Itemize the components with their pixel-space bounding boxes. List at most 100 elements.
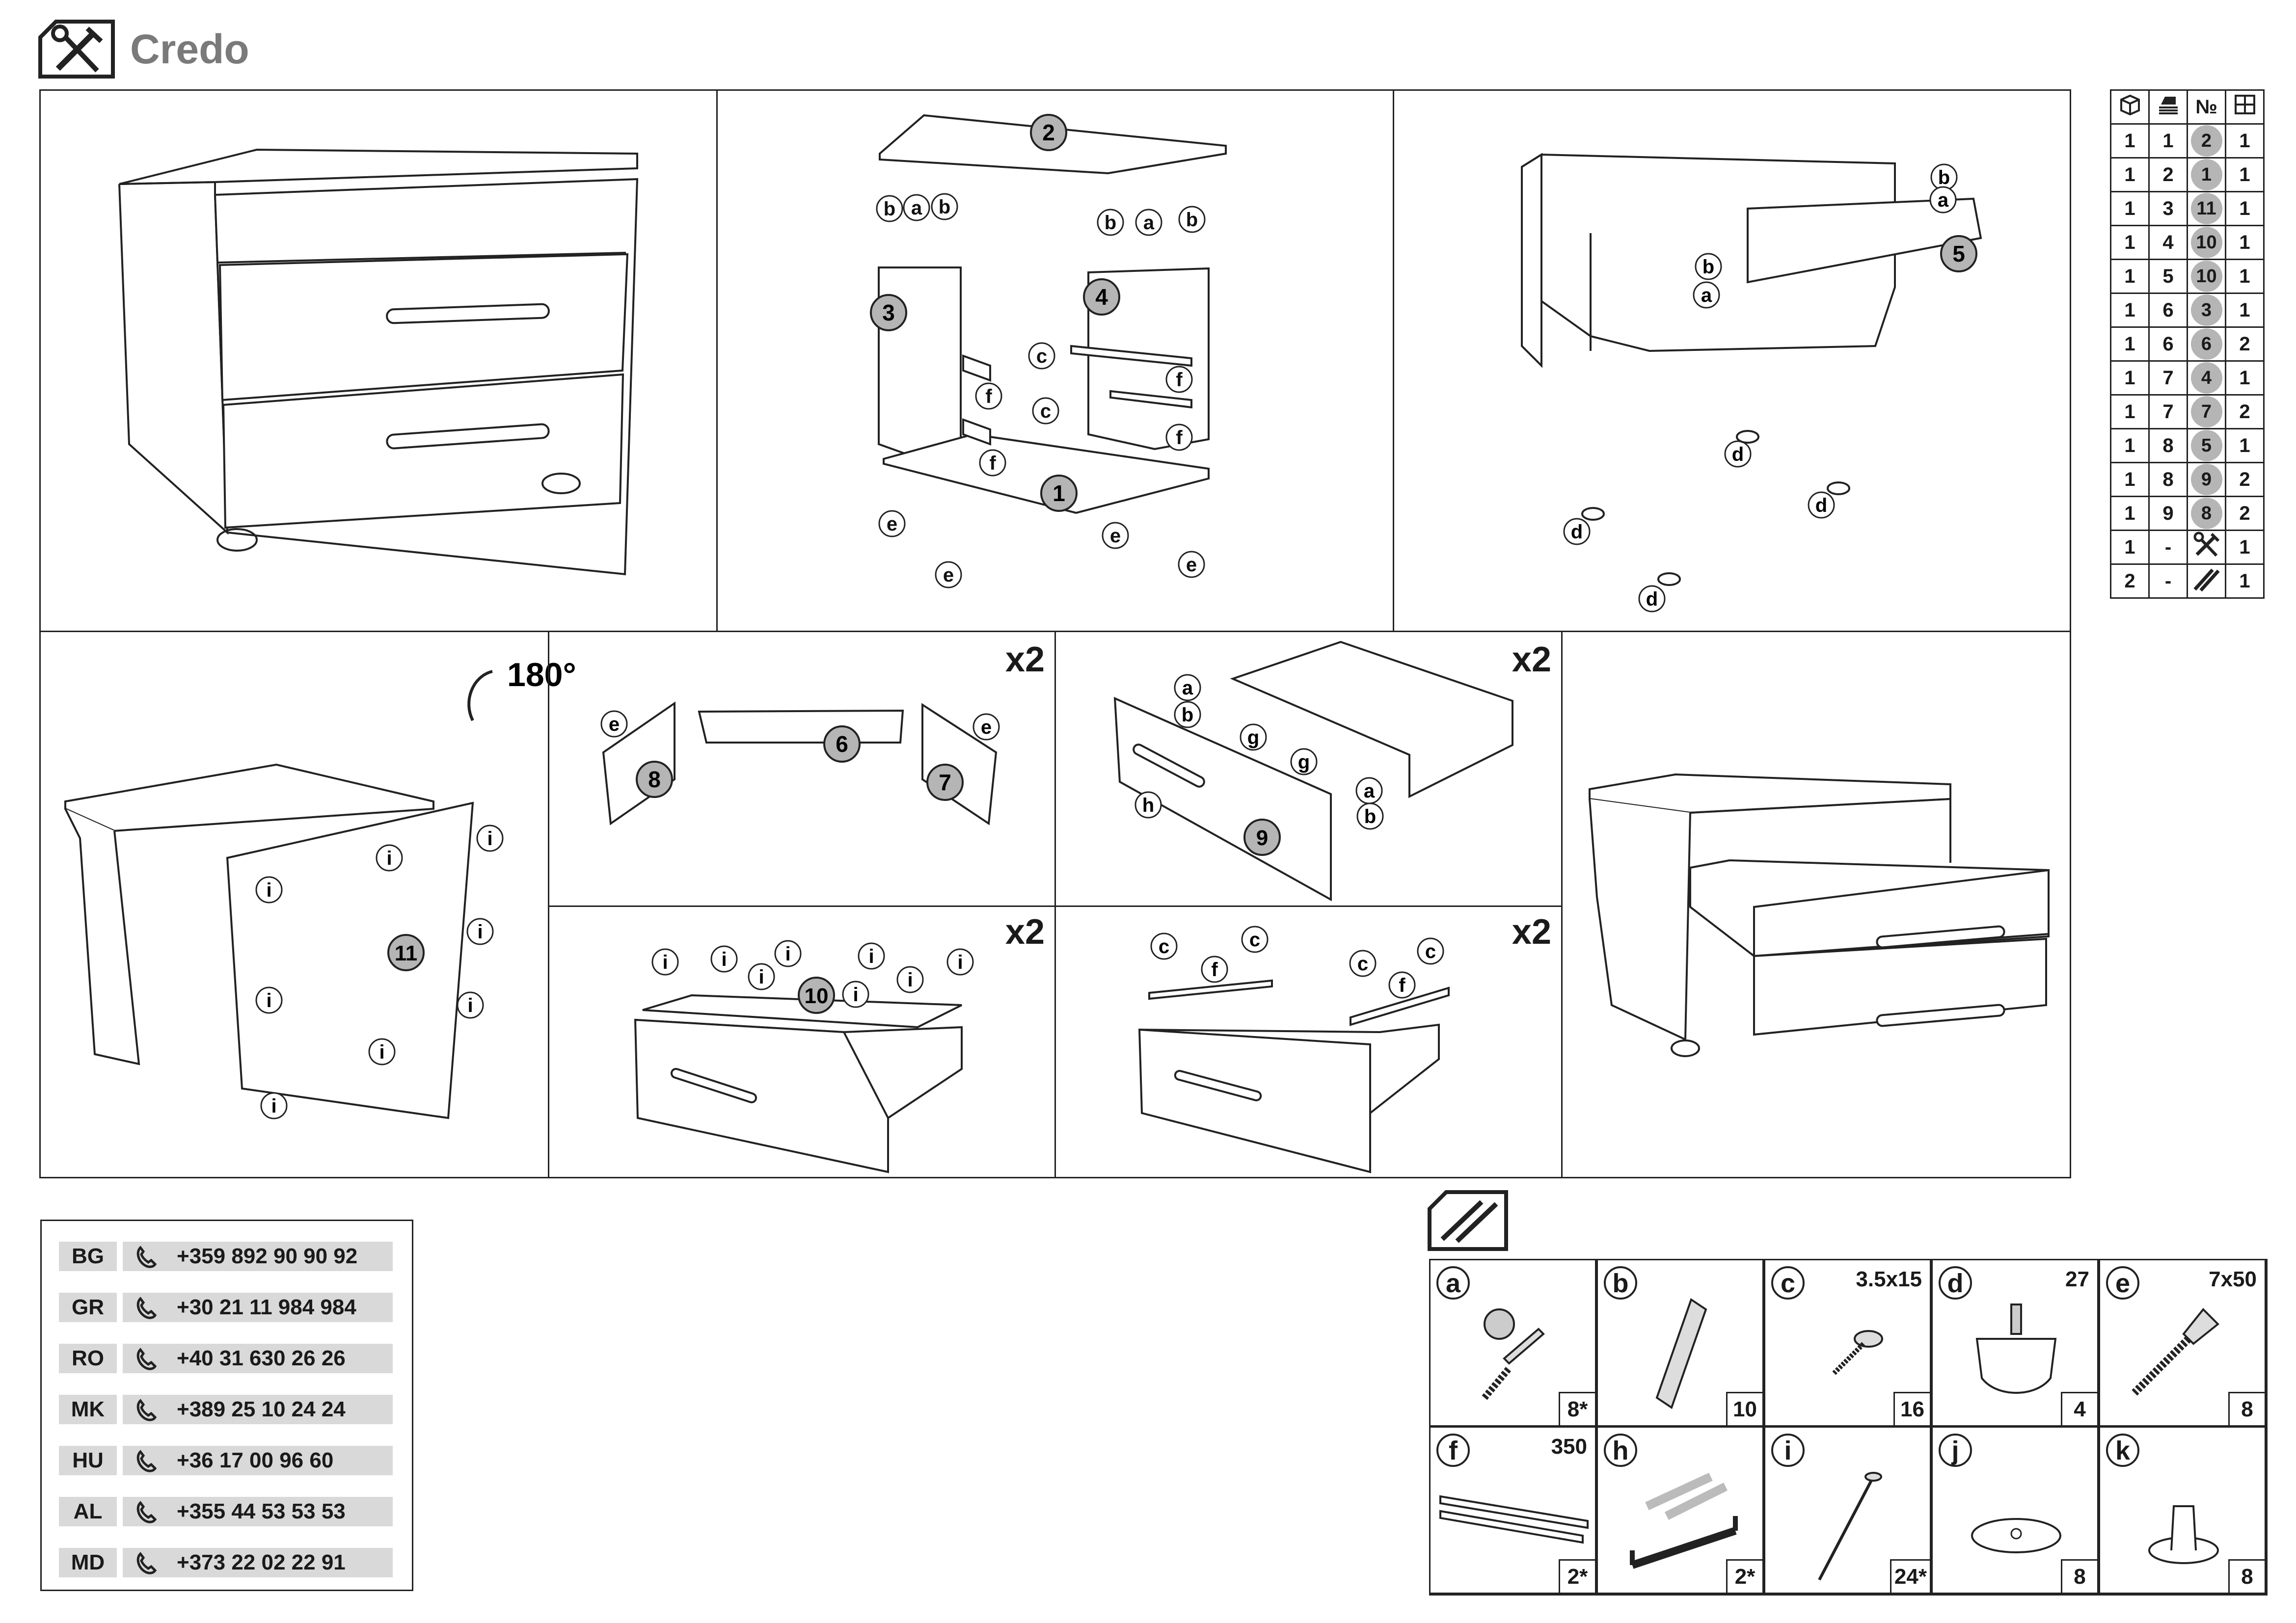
fitting-label: f: [1176, 427, 1183, 449]
step-8-panel: c f c c f c x2: [1054, 905, 1563, 1178]
step-4-panel: 180° 11 i i i i i i i i: [39, 631, 576, 1178]
fitting-label: i: [957, 952, 963, 973]
fitting-label: i: [853, 984, 858, 1006]
drawer-frame-illustration: 9 a b g g h a b: [1113, 640, 1513, 902]
hardware-cell: b 10: [1596, 1259, 1764, 1427]
fitting-label: f: [985, 386, 992, 407]
cap-icon: [2148, 1505, 2219, 1564]
country-code: BG: [59, 1242, 117, 1271]
drawer-insert-illustration: 5 b a b a d d d d: [1521, 153, 1982, 612]
fitting-label: i: [868, 946, 874, 967]
fitting-label: c: [1036, 346, 1047, 367]
hardware-qty: 8: [2228, 1559, 2265, 1593]
phone-number[interactable]: +389 25 10 24 24: [123, 1395, 393, 1424]
fitting-label: f: [1399, 975, 1405, 996]
tools-icon: [38, 20, 115, 79]
fitting-label: i: [785, 943, 790, 965]
phone-number[interactable]: +30 21 11 984 984: [123, 1293, 393, 1322]
part-2-label: 2: [1042, 120, 1055, 145]
part-number: 10: [2190, 261, 2222, 292]
phone-icon: [136, 1246, 157, 1268]
country-code: MK: [59, 1395, 117, 1424]
hardware-letter: f: [1436, 1434, 1470, 1467]
step-5-panel: 8 6 7 e e x2: [548, 631, 1056, 907]
hardware-qty: 8: [2228, 1392, 2265, 1425]
fitting-label: d: [1815, 495, 1827, 516]
fitting-label: i: [721, 949, 727, 970]
support-phone-list: BG +359 892 90 90 92 GR +30 21 11 984 98…: [40, 1220, 413, 1591]
back-panel-illustration: 180° 11 i i i i i i i i: [64, 656, 576, 1119]
part-9-label: 9: [1256, 826, 1268, 850]
fitting-label: c: [1159, 936, 1169, 958]
stack-icon: [2148, 89, 2188, 125]
tools-icon: [2187, 530, 2226, 565]
hardware-qty: 8: [2061, 1559, 2097, 1593]
drawer-bottom-illustration: 10 i i i i i i i i: [634, 940, 974, 1173]
part-number: 7: [2190, 396, 2222, 427]
fitting-label: b: [1105, 212, 1116, 234]
part-6-label: 6: [836, 731, 848, 757]
hardware-letter: h: [1604, 1434, 1637, 1467]
part-number: 11: [2190, 193, 2222, 224]
fitting-label: i: [907, 969, 913, 991]
hardware-qty: 16: [1893, 1392, 1930, 1425]
hardware-qty: 2*: [1726, 1559, 1762, 1593]
country-code: HU: [59, 1446, 117, 1475]
fitting-label: b: [1186, 209, 1198, 231]
part-number: 2: [2190, 125, 2222, 157]
phone-number[interactable]: +36 17 00 96 60: [123, 1446, 393, 1475]
fitting-label: i: [662, 952, 668, 973]
fitting-label: e: [943, 564, 954, 586]
fitting-label: a: [1938, 189, 1949, 211]
phone-number[interactable]: +373 22 02 22 91: [123, 1548, 393, 1577]
phone-icon: [136, 1399, 157, 1421]
confirmat-screw-icon: [2132, 1308, 2219, 1396]
hardware-cell: f 350 2*: [1429, 1426, 1596, 1594]
hardware-qty: 2*: [1559, 1559, 1595, 1593]
fitting-label: i: [379, 1041, 384, 1063]
hardware-cell: h 2*: [1596, 1426, 1764, 1594]
part-8-label: 8: [648, 767, 661, 792]
fitting-label: i: [271, 1095, 276, 1117]
screws-icon: [1428, 1190, 1508, 1251]
phone-icon: [136, 1552, 157, 1574]
hardware-cell: j 8: [1931, 1426, 2099, 1594]
step-7-panel: 10 i i i i i i i i x2: [548, 905, 1056, 1178]
fitting-label: g: [1247, 727, 1259, 748]
fitting-label: f: [1176, 369, 1183, 391]
hardware-qty: 8*: [1559, 1392, 1595, 1425]
fitting-label: c: [1249, 929, 1260, 951]
step-2-panel: 2 3 4 1 b a b b a b c c f f f f e e e e: [716, 89, 1394, 632]
hardware-cell: a 8*: [1429, 1259, 1596, 1427]
phone-number[interactable]: +40 31 630 26 26: [123, 1344, 393, 1373]
box-icon: [2110, 89, 2150, 125]
step-1-panel: [39, 89, 718, 632]
part-11-label: 11: [395, 941, 418, 965]
phone-number[interactable]: +359 892 90 90 92: [123, 1242, 393, 1271]
fitting-label: b: [884, 198, 895, 220]
hardware-cell: c 3.5x15 16: [1764, 1259, 1931, 1427]
hardware-size: 27: [2065, 1267, 2089, 1291]
hardware-cell: k 8: [2099, 1426, 2266, 1594]
fitting-label: e: [1110, 525, 1121, 547]
part-7-label: 7: [939, 770, 951, 795]
cam-bolt-icon: [1482, 1308, 1545, 1400]
fitting-label: d: [1732, 444, 1744, 465]
parts-row: 2- 1: [2110, 563, 2265, 599]
part-number: 3: [2190, 294, 2222, 326]
phone-number[interactable]: +355 44 53 53 53: [123, 1497, 393, 1526]
screws-icon: [2187, 563, 2226, 599]
fitting-label: a: [1143, 212, 1155, 234]
fitting-label: b: [1702, 256, 1714, 278]
hardware-qty: 4: [2061, 1392, 2097, 1425]
fitting-label: b: [939, 196, 950, 218]
hardware-letter: b: [1604, 1266, 1637, 1300]
fitting-label: a: [1701, 285, 1712, 306]
